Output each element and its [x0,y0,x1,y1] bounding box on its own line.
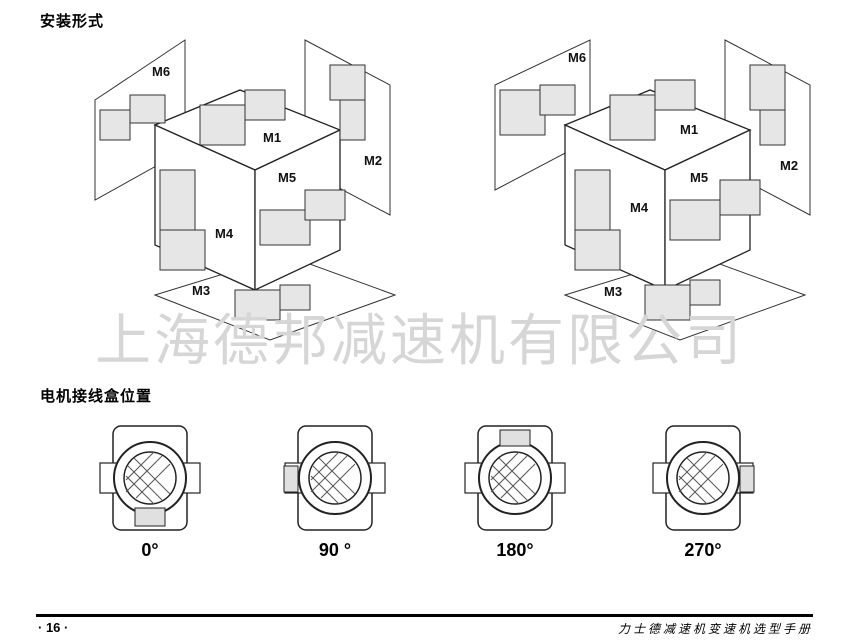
m5-label-left: M5 [278,170,296,185]
mounting-diagram-right: M6 M1 M2 M5 M4 M3 [494,39,811,341]
m3-label-left: M3 [192,283,210,298]
footer-rule [36,614,813,617]
terminal-box-270-label: 270° [684,540,722,560]
m4-label-left: M4 [215,226,234,241]
terminal-box-90-drawing [283,425,386,531]
m6-label-right: M6 [568,50,586,65]
terminal-box-0-drawing [99,425,201,531]
footer-title: 力士德减速机变速机选型手册 [617,622,813,636]
mounting-diagram-left: M6 M1 M2 M5 M4 M3 [94,39,397,341]
m2-label-right: M2 [780,158,798,173]
terminal-box-180-label: 180° [496,540,534,560]
section-heading-terminal-box: 电机接线盒位置 [40,387,153,405]
m1-label-left: M1 [263,130,281,145]
m6-label-left: M6 [152,64,170,79]
m4-label-right: M4 [630,200,649,215]
terminal-box-0-label: 0° [141,540,159,560]
terminal-box-90-label: 90 ° [318,540,352,560]
section-heading-mounting: 安装形式 [40,12,105,30]
terminal-box-180-drawing [464,425,566,531]
m1-label-right: M1 [680,122,698,137]
page-number: · 16 · [38,620,69,635]
m2-label-left: M2 [364,153,382,168]
watermark-company: 上海德邦减速机有限公司 [95,309,744,374]
terminal-box-270-drawing [652,425,755,531]
m5-label-right: M5 [690,170,708,185]
m3-label-right: M3 [604,284,622,299]
